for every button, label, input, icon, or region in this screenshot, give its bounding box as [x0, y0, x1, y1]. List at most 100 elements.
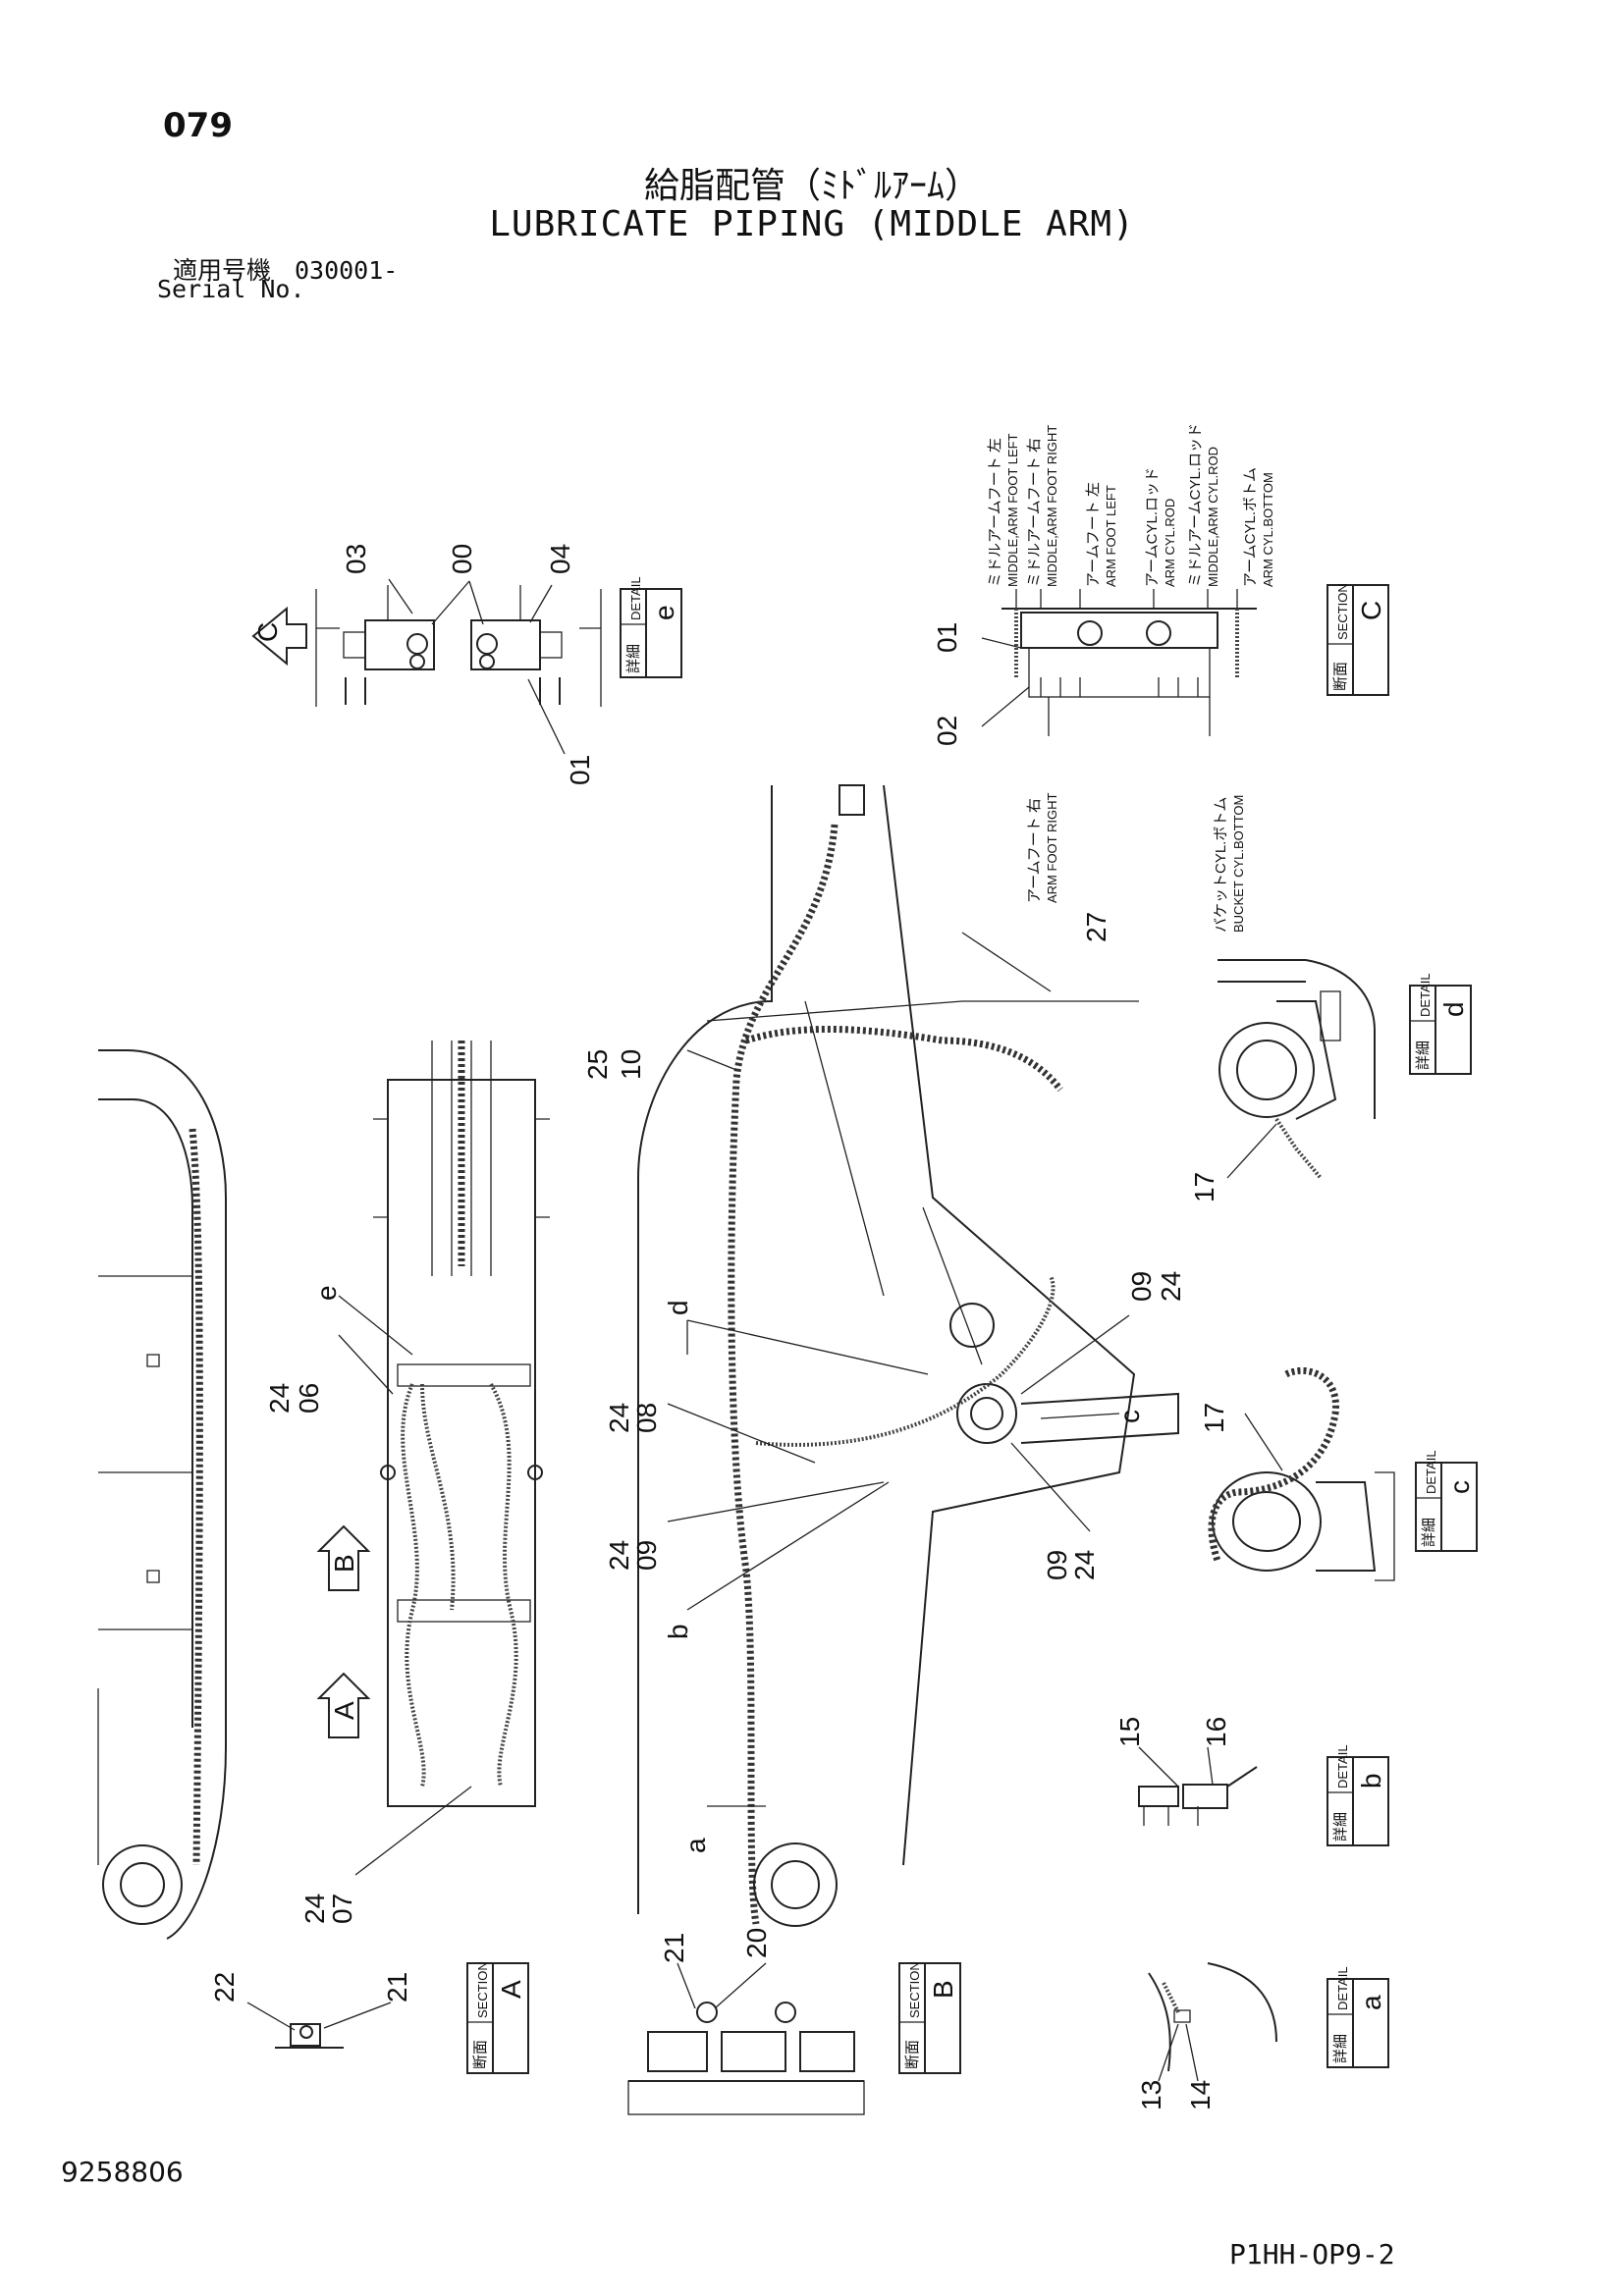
callout-09-24-right-b: 24: [1156, 1271, 1186, 1302]
callout-21-section-b: 21: [659, 1933, 689, 1963]
section-c-bottom-1-jp: アームフート 右: [1026, 798, 1043, 903]
detail-c-view: 17 詳細 DETAIL c: [1199, 1366, 1478, 1581]
callout-01-section-c: 01: [932, 622, 962, 653]
detail-a-jp: 詳細: [1332, 2034, 1349, 2063]
callout-24-06-a: 24: [264, 1383, 295, 1414]
section-c-label-6-en: ARM CYL.BOTTOM: [1261, 472, 1275, 587]
section-c-letter: C: [1356, 601, 1386, 620]
detail-a-letter: a: [1356, 1995, 1386, 2010]
callout-27: 27: [1081, 912, 1111, 942]
callout-24-09-a: 24: [604, 1540, 634, 1571]
detail-e-letter: e: [649, 605, 679, 620]
view-arrow-c: [251, 606, 307, 667]
callout-25: 25: [582, 1049, 613, 1080]
detail-a-view: 13 14 詳細 DETAIL a: [1136, 1962, 1389, 2110]
section-c-bottom-1-en: ARM FOOT RIGHT: [1045, 793, 1059, 903]
callout-21-section-a: 21: [382, 1972, 412, 2002]
section-c-bottom-2-jp: バケットCYL.ボトム: [1213, 797, 1229, 933]
callout-e: e: [311, 1285, 342, 1301]
title-english: LUBRICATE PIPING (MIDDLE ARM): [489, 204, 1135, 244]
serial-label-en: Serial No.: [157, 275, 305, 303]
section-a-jp: 断面: [472, 2040, 489, 2069]
callout-24-08-a: 24: [604, 1403, 634, 1433]
detail-c-letter: c: [1444, 1480, 1475, 1494]
serial-line: 適用号機 030001-: [173, 251, 398, 287]
callout-17-detail-c: 17: [1199, 1403, 1229, 1433]
section-c-label-1-jp: ミドルアームフート 左: [987, 438, 1003, 587]
detail-e-en: DETAIL: [628, 576, 643, 620]
callout-00: 00: [447, 544, 477, 574]
section-b-view: 21 20 断面 SECTION B: [627, 1928, 961, 2115]
callout-c: c: [1114, 1410, 1145, 1423]
detail-e-jp: 詳細: [625, 644, 642, 673]
callout-20: 20: [741, 1928, 772, 1958]
section-a-en: SECTION: [475, 1961, 490, 2018]
boom-left-outline: [97, 1049, 227, 1940]
section-c-top-labels: ミドルアームフート 左 MIDDLE,ARM FOOT LEFT ミドルアームフ…: [987, 423, 1275, 587]
detail-a-en: DETAIL: [1335, 1966, 1350, 2010]
section-c-en: SECTION: [1335, 583, 1350, 640]
section-c-label-5-jp: ミドルアームCYL.ロッド: [1187, 423, 1204, 587]
callout-10: 10: [616, 1049, 646, 1080]
section-c-label-2-en: MIDDLE,ARM FOOT RIGHT: [1045, 425, 1059, 587]
view-arrow-a-label: A: [329, 1701, 359, 1720]
callout-16: 16: [1201, 1717, 1231, 1747]
section-c-label-1-en: MIDDLE,ARM FOOT LEFT: [1005, 433, 1020, 587]
callout-09-24-left-b: 24: [1069, 1550, 1100, 1580]
page-number: 079: [163, 106, 233, 145]
section-c-label-6-jp: アームCYL.ボトム: [1242, 467, 1259, 587]
callout-24-08-b: 08: [631, 1403, 662, 1433]
callout-09-24-left-a: 09: [1042, 1550, 1072, 1580]
section-b-en: SECTION: [907, 1961, 922, 2018]
detail-e-view: C 03 00 04 01 詳細 DETAIL e: [251, 544, 682, 785]
callout-b: b: [663, 1624, 693, 1639]
callout-24-06-b: 06: [294, 1383, 324, 1414]
detail-d-view: 17 詳細 DETAIL d: [1189, 959, 1472, 1202]
serial-label-jp: 適用号機: [173, 256, 272, 285]
sheet-code: P1HH-OP9-2: [1229, 2238, 1395, 2270]
section-c-label-3-en: ARM FOOT LEFT: [1104, 485, 1118, 587]
section-c-label-2-jp: ミドルアームフート 右: [1026, 438, 1043, 587]
section-c-view: ミドルアームフート 左 MIDDLE,ARM FOOT LEFT ミドルアームフ…: [932, 423, 1389, 933]
section-c-label-5-en: MIDDLE,ARM CYL.ROD: [1206, 447, 1220, 587]
view-arrow-c-label: C: [252, 622, 283, 642]
section-a-view: 22 21 断面 SECTION A: [209, 1961, 529, 2074]
document-id: 9258806: [61, 2156, 184, 2188]
view-arrow-a: [316, 1672, 371, 1738]
section-b-letter: B: [928, 1980, 958, 1999]
section-c-bottom-2-en: BUCKET CYL.BOTTOM: [1231, 795, 1246, 933]
detail-d-en: DETAIL: [1418, 973, 1433, 1017]
detail-b-view: 15 16 詳細 DETAIL b: [1114, 1717, 1389, 1846]
callout-17-detail-d: 17: [1189, 1172, 1219, 1202]
detail-c-en: DETAIL: [1424, 1450, 1438, 1494]
callout-02-section-c: 02: [932, 716, 962, 746]
detail-d-letter: d: [1438, 1001, 1469, 1017]
section-c-jp: 断面: [1332, 662, 1349, 691]
callout-04: 04: [545, 544, 575, 574]
serial-value: 030001-: [294, 256, 399, 285]
section-c-label-4-en: ARM CYL.ROD: [1163, 499, 1177, 587]
section-a-letter: A: [496, 1980, 526, 1999]
section-b-jp: 断面: [904, 2040, 921, 2069]
callout-d: d: [663, 1300, 693, 1315]
detail-b-en: DETAIL: [1335, 1744, 1350, 1789]
section-c-label-3-jp: アームフート 左: [1085, 482, 1102, 587]
detail-c-jp: 詳細: [1421, 1518, 1437, 1547]
callout-a: a: [680, 1838, 711, 1853]
view-arrow-b: [316, 1524, 371, 1591]
callout-24-07-b: 07: [327, 1894, 357, 1924]
callout-03: 03: [341, 544, 371, 574]
title-japanese: 給脂配管（ﾐﾄﾞﾙｱｰﾑ）: [643, 166, 980, 206]
detail-d-jp: 詳細: [1415, 1041, 1432, 1070]
view-arrow-b-label: B: [329, 1554, 359, 1573]
callout-01-detail-e: 01: [565, 755, 595, 785]
callout-14: 14: [1185, 2080, 1216, 2110]
section-c-label-4-jp: アームCYL.ロッド: [1144, 467, 1161, 587]
callout-24-07-a: 24: [299, 1894, 330, 1924]
callout-15: 15: [1114, 1717, 1145, 1747]
detail-b-jp: 詳細: [1332, 1812, 1349, 1842]
callout-22: 22: [209, 1972, 240, 2002]
arm-plan-view: B A e 24 06 24 07: [264, 1041, 550, 1924]
callout-24-09-b: 09: [631, 1540, 662, 1571]
